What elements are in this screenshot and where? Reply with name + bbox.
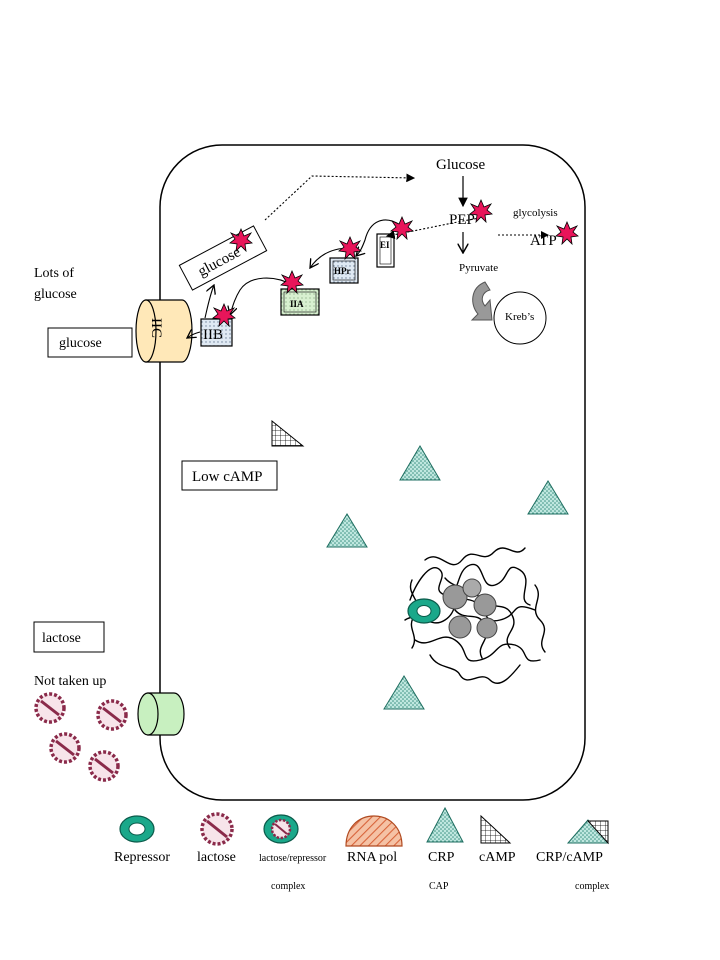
legend-camp-icon [480, 814, 512, 844]
pyruvate-label: Pyruvate [459, 262, 498, 274]
repressor-bound-icon [407, 598, 441, 624]
ei-box [376, 233, 395, 268]
camp-icon [271, 419, 305, 447]
iia-box [280, 288, 320, 316]
lactose-channel [137, 692, 185, 736]
crp-icon [383, 675, 425, 710]
krebs-label: Kreb’s [505, 311, 534, 323]
glucose-inside-label: Glucose [436, 157, 485, 173]
phosphate-icon [555, 220, 579, 246]
phosphate-icon [212, 302, 236, 328]
glucose-box [47, 327, 133, 358]
not-taken-up-label: Not taken up [34, 674, 106, 689]
iia-label: IIA [290, 299, 304, 309]
legend-crp-icon [426, 806, 464, 843]
phosphate-icon [338, 235, 362, 261]
iic-label: IIC [148, 318, 164, 338]
legend-crp-camp-label: CRP/cAMP [536, 850, 603, 865]
phosphate-icon [229, 227, 253, 253]
phosphate-icon [390, 215, 414, 241]
legend-crp-camp-icon [566, 819, 610, 845]
lots-of-glucose-label-1: Lots of [34, 266, 74, 281]
legend-lactose-repressor-icon [263, 814, 299, 844]
iic-transporter: IIC [135, 299, 193, 363]
crp-icon [326, 513, 368, 548]
lots-of-glucose-label-2: glucose [34, 287, 77, 302]
phosphate-icon [280, 269, 304, 295]
low-camp-box [181, 460, 278, 491]
legend-rna-pol-label: RNA pol [347, 850, 397, 865]
hpr-box [329, 257, 359, 284]
legend: Repressor lactose lactose/repressor RNA … [114, 806, 610, 892]
legend-crp-label: CRP [428, 850, 455, 865]
legend-lactose-label: lactose [197, 850, 236, 865]
legend-lactose-repressor-label: lactose/repressor [259, 853, 327, 864]
lactose-molecules-outside [34, 692, 128, 782]
legend-crp-camp-sub: complex [575, 881, 609, 892]
nucleoid [404, 547, 546, 684]
legend-crp-sub: CAP [429, 881, 449, 892]
legend-lactose-icon [200, 812, 234, 846]
glycolysis-label: glycolysis [513, 207, 558, 219]
iib-label: IIB [203, 327, 223, 343]
glucose-box-label: glucose [59, 336, 102, 351]
ei-label: EI [380, 240, 390, 250]
krebs-circle [493, 291, 547, 345]
legend-lactose-repressor-sub: complex [271, 881, 305, 892]
phosphate-stars [212, 198, 579, 328]
legend-rna-pol-icon [345, 815, 403, 847]
lactose-molecule [96, 699, 128, 731]
atp-label: ATP [530, 233, 557, 249]
legend-camp-label: cAMP [479, 850, 516, 865]
crp-triangles [326, 445, 569, 710]
hpr-label: HPr [334, 266, 351, 276]
lactose-molecule [49, 732, 81, 764]
crp-icon [399, 445, 441, 481]
phosphate-icon [469, 198, 493, 224]
low-camp-label: Low cAMP [192, 469, 262, 485]
legend-repressor-icon [119, 815, 155, 843]
crp-icon [527, 480, 569, 515]
lactose-box-label: lactose [42, 631, 81, 646]
pep-label: PEP [449, 212, 475, 228]
lactose-molecule [88, 750, 120, 782]
lactose-box [33, 621, 105, 653]
legend-repressor-label: Repressor [114, 850, 170, 865]
krebs-curved-arrow [470, 281, 493, 321]
lactose-molecule [34, 692, 66, 724]
